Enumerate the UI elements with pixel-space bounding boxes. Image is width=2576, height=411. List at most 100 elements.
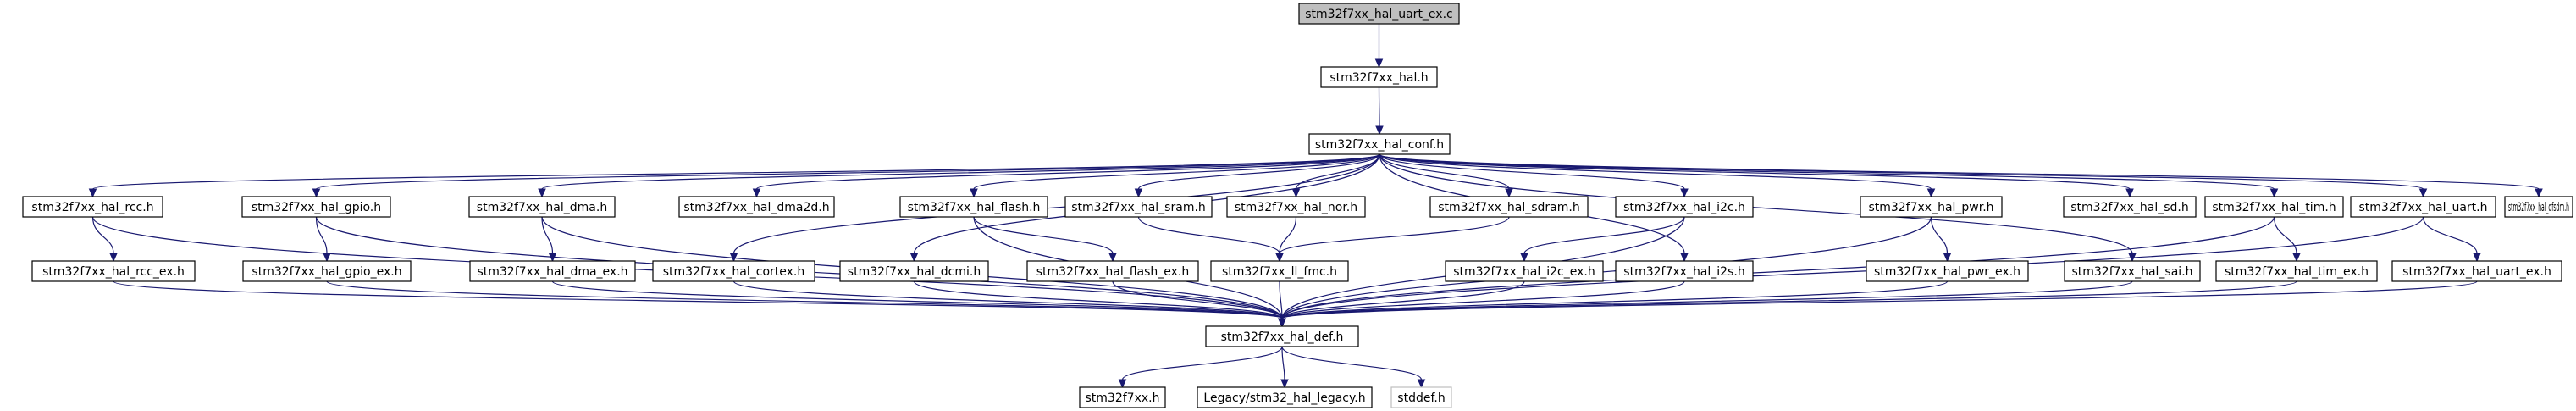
node-label-ll_fmc_h: stm32f7xx_ll_fmc.h <box>1222 265 1337 279</box>
arrowhead-conf_h-to-i2c_h <box>1680 188 1689 198</box>
node-label-pwr_h: stm32f7xx_hal_pwr.h <box>1868 201 1993 214</box>
node-label-dma2d_h: stm32f7xx_hal_dma2d.h <box>683 201 829 214</box>
node-nor_h[interactable]: stm32f7xx_hal_nor.h <box>1226 196 1366 218</box>
edge-hal_h-to-conf_h <box>1378 86 1380 127</box>
node-sai_h[interactable]: stm32f7xx_hal_sai.h <box>2064 260 2201 282</box>
node-conf_h[interactable]: stm32f7xx_hal_conf.h <box>1308 133 1451 155</box>
edge-uart_h-to-uart_ex_h <box>2422 216 2478 254</box>
node-stddef_h: stddef.h <box>1390 386 1452 408</box>
edge-conf_h-to-nor_h <box>1295 153 1380 190</box>
node-gpio_ex_h[interactable]: stm32f7xx_hal_gpio_ex.h <box>242 260 412 282</box>
node-tim_ex_h[interactable]: stm32f7xx_hal_tim_ex.h <box>2215 260 2378 282</box>
edge-i2s_h-to-def_h <box>1281 280 1685 319</box>
node-box-stddef_h <box>1390 386 1452 408</box>
node-rcc_h[interactable]: stm32f7xx_hal_rcc.h <box>22 196 163 218</box>
node-ll_fmc_h[interactable]: stm32f7xx_ll_fmc.h <box>1210 260 1349 282</box>
arrowhead-conf_h-to-uart_h <box>2418 188 2428 198</box>
nodes-layer: stm32f7xx_hal_uart_ex.c stm32f7xx_hal.hst… <box>22 3 2573 408</box>
node-label-i2c_h: stm32f7xx_hal_i2c.h <box>1623 201 1745 214</box>
edge-conf_h-to-dfsdm_h <box>1379 153 2540 190</box>
node-box-pwr_h <box>1860 196 2003 218</box>
edge-conf_h-to-rcc_h <box>91 153 1380 190</box>
edge-gpio_ex_h-to-def_h <box>326 280 1283 319</box>
node-sram_h[interactable]: stm32f7xx_hal_sram.h <box>1064 196 1213 218</box>
edge-rcc_h-to-rcc_ex_h <box>91 216 114 254</box>
node-dma_ex_h[interactable]: stm32f7xx_hal_dma_ex.h <box>469 260 636 282</box>
node-label-sdram_h: stm32f7xx_hal_sdram.h <box>1438 201 1579 214</box>
node-i2c_h[interactable]: stm32f7xx_hal_i2c.h <box>1615 196 1754 218</box>
node-label-i2s_h: stm32f7xx_hal_i2s.h <box>1623 265 1744 279</box>
node-pwr_ex_h[interactable]: stm32f7xx_hal_pwr_ex.h <box>1866 260 2029 282</box>
arrowhead-tim_h-to-tim_ex_h <box>2292 253 2301 263</box>
node-box-rcc_h <box>22 196 163 218</box>
node-box-sai_h <box>2064 260 2201 282</box>
edge-conf_h-to-i2c_h <box>1379 153 1685 190</box>
arrowhead-conf_h-to-dfsdm_h <box>2535 188 2543 198</box>
node-dfsdm_h[interactable]: stm32f7xx_hal_dfsdm.h <box>2504 196 2573 218</box>
node-uart_ex_h[interactable]: stm32f7xx_hal_uart_ex.h <box>2391 260 2562 282</box>
node-stm32f7xx_h[interactable]: stm32f7xx.h <box>1079 386 1166 408</box>
node-label-def_h: stm32f7xx_hal_def.h <box>1221 330 1344 344</box>
node-legacy_h[interactable]: Legacy/stm32_hal_legacy.h <box>1197 386 1373 408</box>
node-label-rcc_ex_h: stm32f7xx_hal_rcc_ex.h <box>42 265 185 279</box>
arrowhead-def_h-to-stm32f7xx_h <box>1118 379 1127 389</box>
node-sdram_h[interactable]: stm32f7xx_hal_sdram.h <box>1429 196 1589 218</box>
node-rcc_ex_h[interactable]: stm32f7xx_hal_rcc_ex.h <box>31 260 196 282</box>
node-box-pwr_ex_h <box>1866 260 2029 282</box>
node-uart_ex_c[interactable]: stm32f7xx_hal_uart_ex.c <box>1298 3 1460 25</box>
node-gpio_h[interactable]: stm32f7xx_hal_gpio.h <box>241 196 391 218</box>
node-i2s_h[interactable]: stm32f7xx_hal_i2s.h <box>1615 260 1754 282</box>
arrowhead-i2c_h-to-i2c_ex_h <box>1520 253 1528 263</box>
edge-dma_ex_h-to-def_h <box>551 280 1283 319</box>
edge-tim_h-to-tim_ex_h <box>2273 216 2297 254</box>
edge-uart_ex_h-to-def_h <box>1281 280 2478 319</box>
arrowhead-uart_ex_c-to-hal_h <box>1374 58 1384 69</box>
edge-def_h-to-stm32f7xx_h <box>1121 346 1283 380</box>
edge-sdram_h-to-ll_fmc_h <box>1279 216 1510 254</box>
node-label-flash_h: stm32f7xx_hal_flash.h <box>908 201 1041 214</box>
edge-conf_h-to-cortex_h <box>732 153 1380 254</box>
node-dma_h[interactable]: stm32f7xx_hal_dma.h <box>468 196 616 218</box>
node-dma2d_h[interactable]: stm32f7xx_hal_dma2d.h <box>678 196 835 218</box>
node-label-gpio_h: stm32f7xx_hal_gpio.h <box>252 201 381 214</box>
arrowhead-conf_h-to-nor_h <box>1291 188 1301 198</box>
node-hal_h[interactable]: stm32f7xx_hal.h <box>1320 66 1438 88</box>
edge-dcmi_h-to-def_h <box>913 280 1283 319</box>
edge-conf_h-to-dma2d_h <box>755 153 1380 190</box>
node-uart_h[interactable]: stm32f7xx_hal_uart.h <box>2350 196 2496 218</box>
node-flash_ex_h[interactable]: stm32f7xx_hal_flash_ex.h <box>1026 260 1199 282</box>
edge-nor_h-to-ll_fmc_h <box>1279 216 1297 254</box>
edge-conf_h-to-gpio_h <box>315 153 1380 190</box>
node-flash_h[interactable]: stm32f7xx_hal_flash.h <box>899 196 1048 218</box>
node-label-hal_h: stm32f7xx_hal.h <box>1329 71 1428 85</box>
node-i2c_ex_h[interactable]: stm32f7xx_hal_i2c_ex.h <box>1445 260 1604 282</box>
node-label-stddef_h: stddef.h <box>1397 392 1445 405</box>
node-def_h[interactable]: stm32f7xx_hal_def.h <box>1205 325 1359 347</box>
arrowhead-conf_h-to-sram_h <box>1134 188 1143 198</box>
node-box-tim_ex_h <box>2215 260 2378 282</box>
node-tim_h[interactable]: stm32f7xx_hal_tim.h <box>2204 196 2344 218</box>
node-box-sd_h <box>2063 196 2197 218</box>
edge-flash_ex_h-to-def_h <box>1112 280 1283 319</box>
node-box-uart_h <box>2350 196 2496 218</box>
node-dcmi_h[interactable]: stm32f7xx_hal_dcmi.h <box>839 260 989 282</box>
node-sd_h[interactable]: stm32f7xx_hal_sd.h <box>2063 196 2197 218</box>
edge-pwr_h-to-pwr_ex_h <box>1930 216 1949 254</box>
node-label-uart_h: stm32f7xx_hal_uart.h <box>2358 201 2487 214</box>
node-box-gpio_ex_h <box>242 260 412 282</box>
node-label-legacy_h: Legacy/stm32_hal_legacy.h <box>1203 392 1365 405</box>
edge-def_h-to-stddef_h <box>1281 346 1423 380</box>
arrowhead-dma_h-to-dma_ex_h <box>548 253 557 263</box>
node-label-cortex_h: stm32f7xx_hal_cortex.h <box>663 265 804 279</box>
node-pwr_h[interactable]: stm32f7xx_hal_pwr.h <box>1860 196 2003 218</box>
node-label-dfsdm_h: stm32f7xx_hal_dfsdm.h <box>2508 201 2569 214</box>
edge-conf_h-to-sram_h <box>1137 153 1380 190</box>
node-label-gpio_ex_h: stm32f7xx_hal_gpio_ex.h <box>252 265 401 279</box>
edge-sai_h-to-def_h <box>1281 280 2133 319</box>
node-label-stm32f7xx_h: stm32f7xx.h <box>1086 392 1160 405</box>
node-label-dma_h: stm32f7xx_hal_dma.h <box>477 201 607 214</box>
arrowhead-sdram_h-to-ll_fmc_h <box>1275 253 1284 263</box>
node-cortex_h[interactable]: stm32f7xx_hal_cortex.h <box>652 260 815 282</box>
arrowhead-def_h-to-legacy_h <box>1280 379 1289 389</box>
